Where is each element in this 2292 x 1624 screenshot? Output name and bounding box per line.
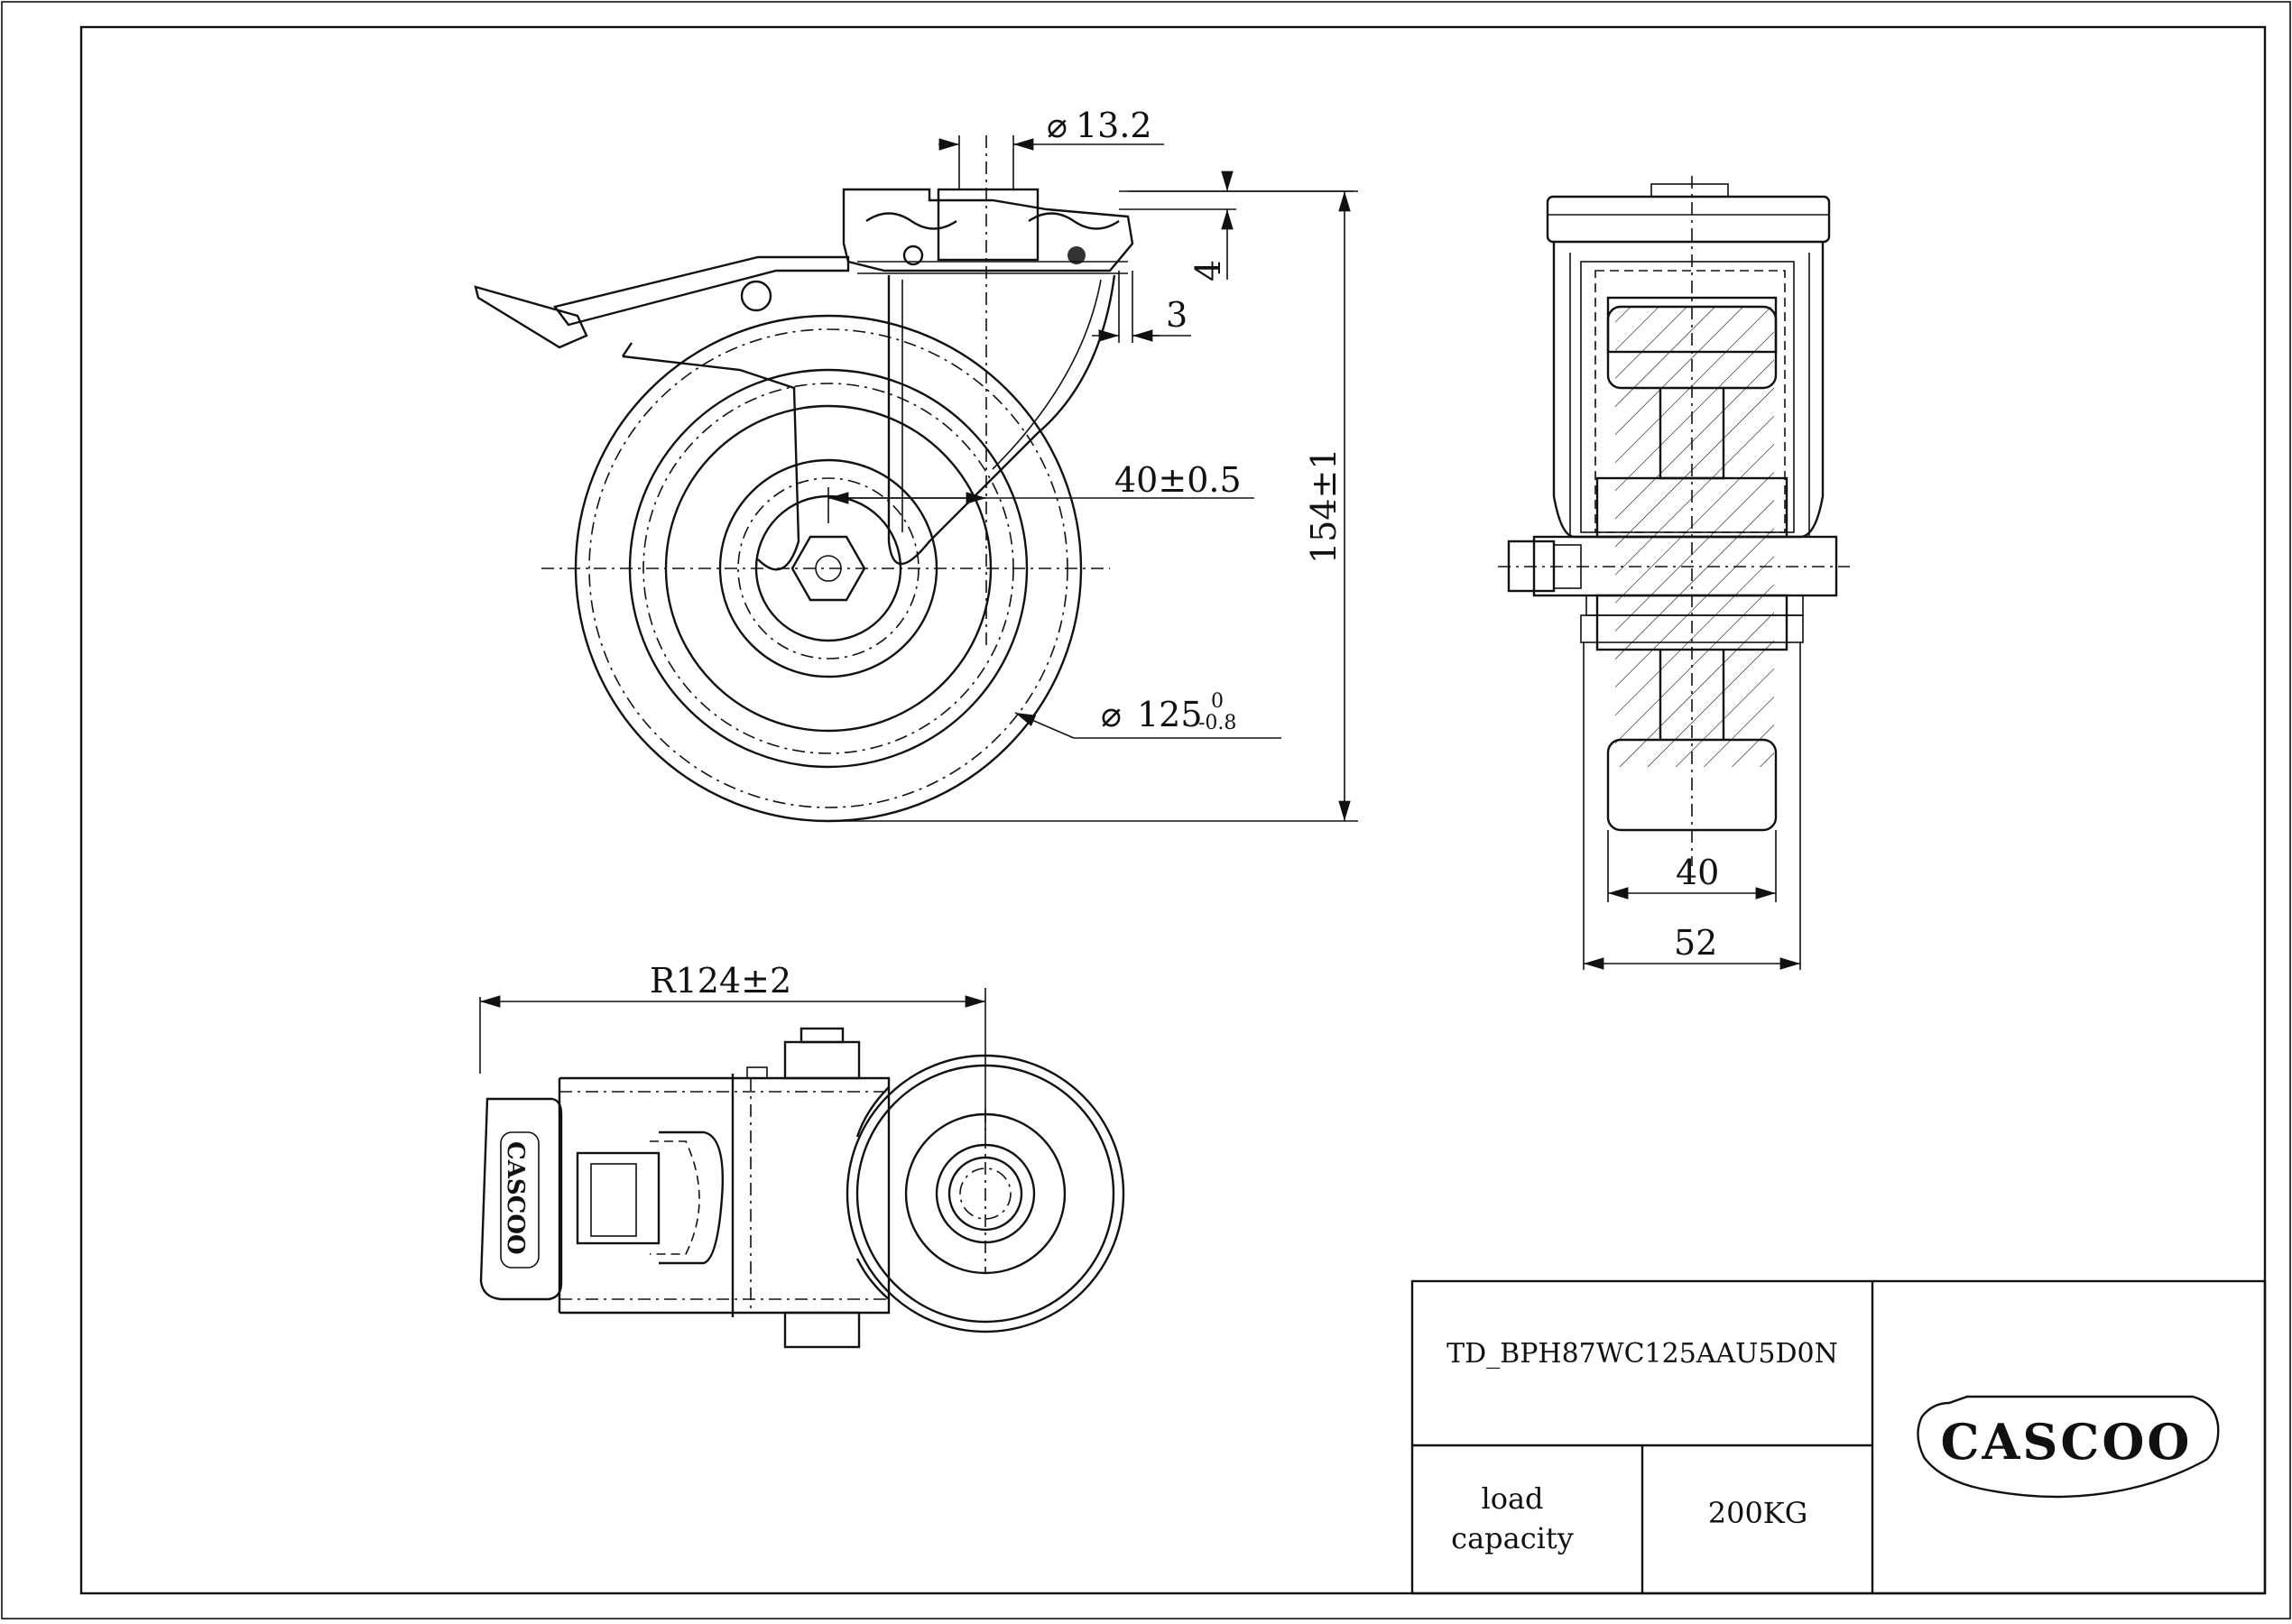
- part-number: TD_BPH87WC125AAU5D0N: [1446, 1338, 1838, 1370]
- dim-plate-height: 4: [1188, 260, 1228, 281]
- dim-plate-gap: 3: [1166, 295, 1188, 335]
- dim-wheel-diameter: 125: [1137, 695, 1203, 734]
- load-value: 200KG: [1708, 1496, 1808, 1530]
- brake-pedal: [474, 285, 588, 349]
- top-view: R124±2 CASCOO: [479, 961, 1125, 1349]
- top-wheel-outer: [846, 1054, 1125, 1333]
- front-view: ⌀ 13.2 4 3 40±0.5 154±1 ⌀ 125 0 -0.8: [474, 106, 1358, 823]
- dim-swivel-radius: R124±2: [650, 961, 791, 1001]
- logo-text: CASCOO: [1941, 1413, 2193, 1471]
- brake-lever: [552, 255, 850, 327]
- top-body: [559, 1076, 891, 1315]
- cascoo-logo: CASCOO: [1917, 1395, 2220, 1499]
- fork-arm: [887, 274, 1116, 566]
- dim-offset: 40±0.5: [1114, 460, 1242, 500]
- load-label-line1: load: [1481, 1481, 1543, 1516]
- top-plate: [842, 188, 1134, 272]
- kingpin-section: [937, 188, 1040, 262]
- pedal-logo: CASCOO: [502, 1141, 529, 1255]
- dim-fork-width: 52: [1674, 923, 1717, 963]
- dim-total-height: 154±1: [1304, 448, 1344, 564]
- side-top-plate: [1546, 195, 1831, 244]
- dim-wheel-width: 40: [1676, 853, 1719, 892]
- title-block: TD_BPH87WC125AAU5D0N load capacity 200KG…: [1410, 1279, 2267, 1595]
- top-pedal: [479, 1097, 563, 1301]
- drawing-frame: [79, 25, 2267, 1595]
- load-label-line2: capacity: [1451, 1521, 1574, 1555]
- dim-bolt-hole: 13.2: [1076, 106, 1152, 145]
- dim-wheel-tol-upper: 0: [1211, 690, 1224, 713]
- dim-wheel-tol-lower: -0.8: [1198, 712, 1236, 734]
- side-view: 40 52: [1498, 176, 1850, 970]
- dim-bolt-hole-symbol: ⌀: [1047, 106, 1067, 145]
- dim-wheel-diameter-symbol: ⌀: [1101, 695, 1122, 734]
